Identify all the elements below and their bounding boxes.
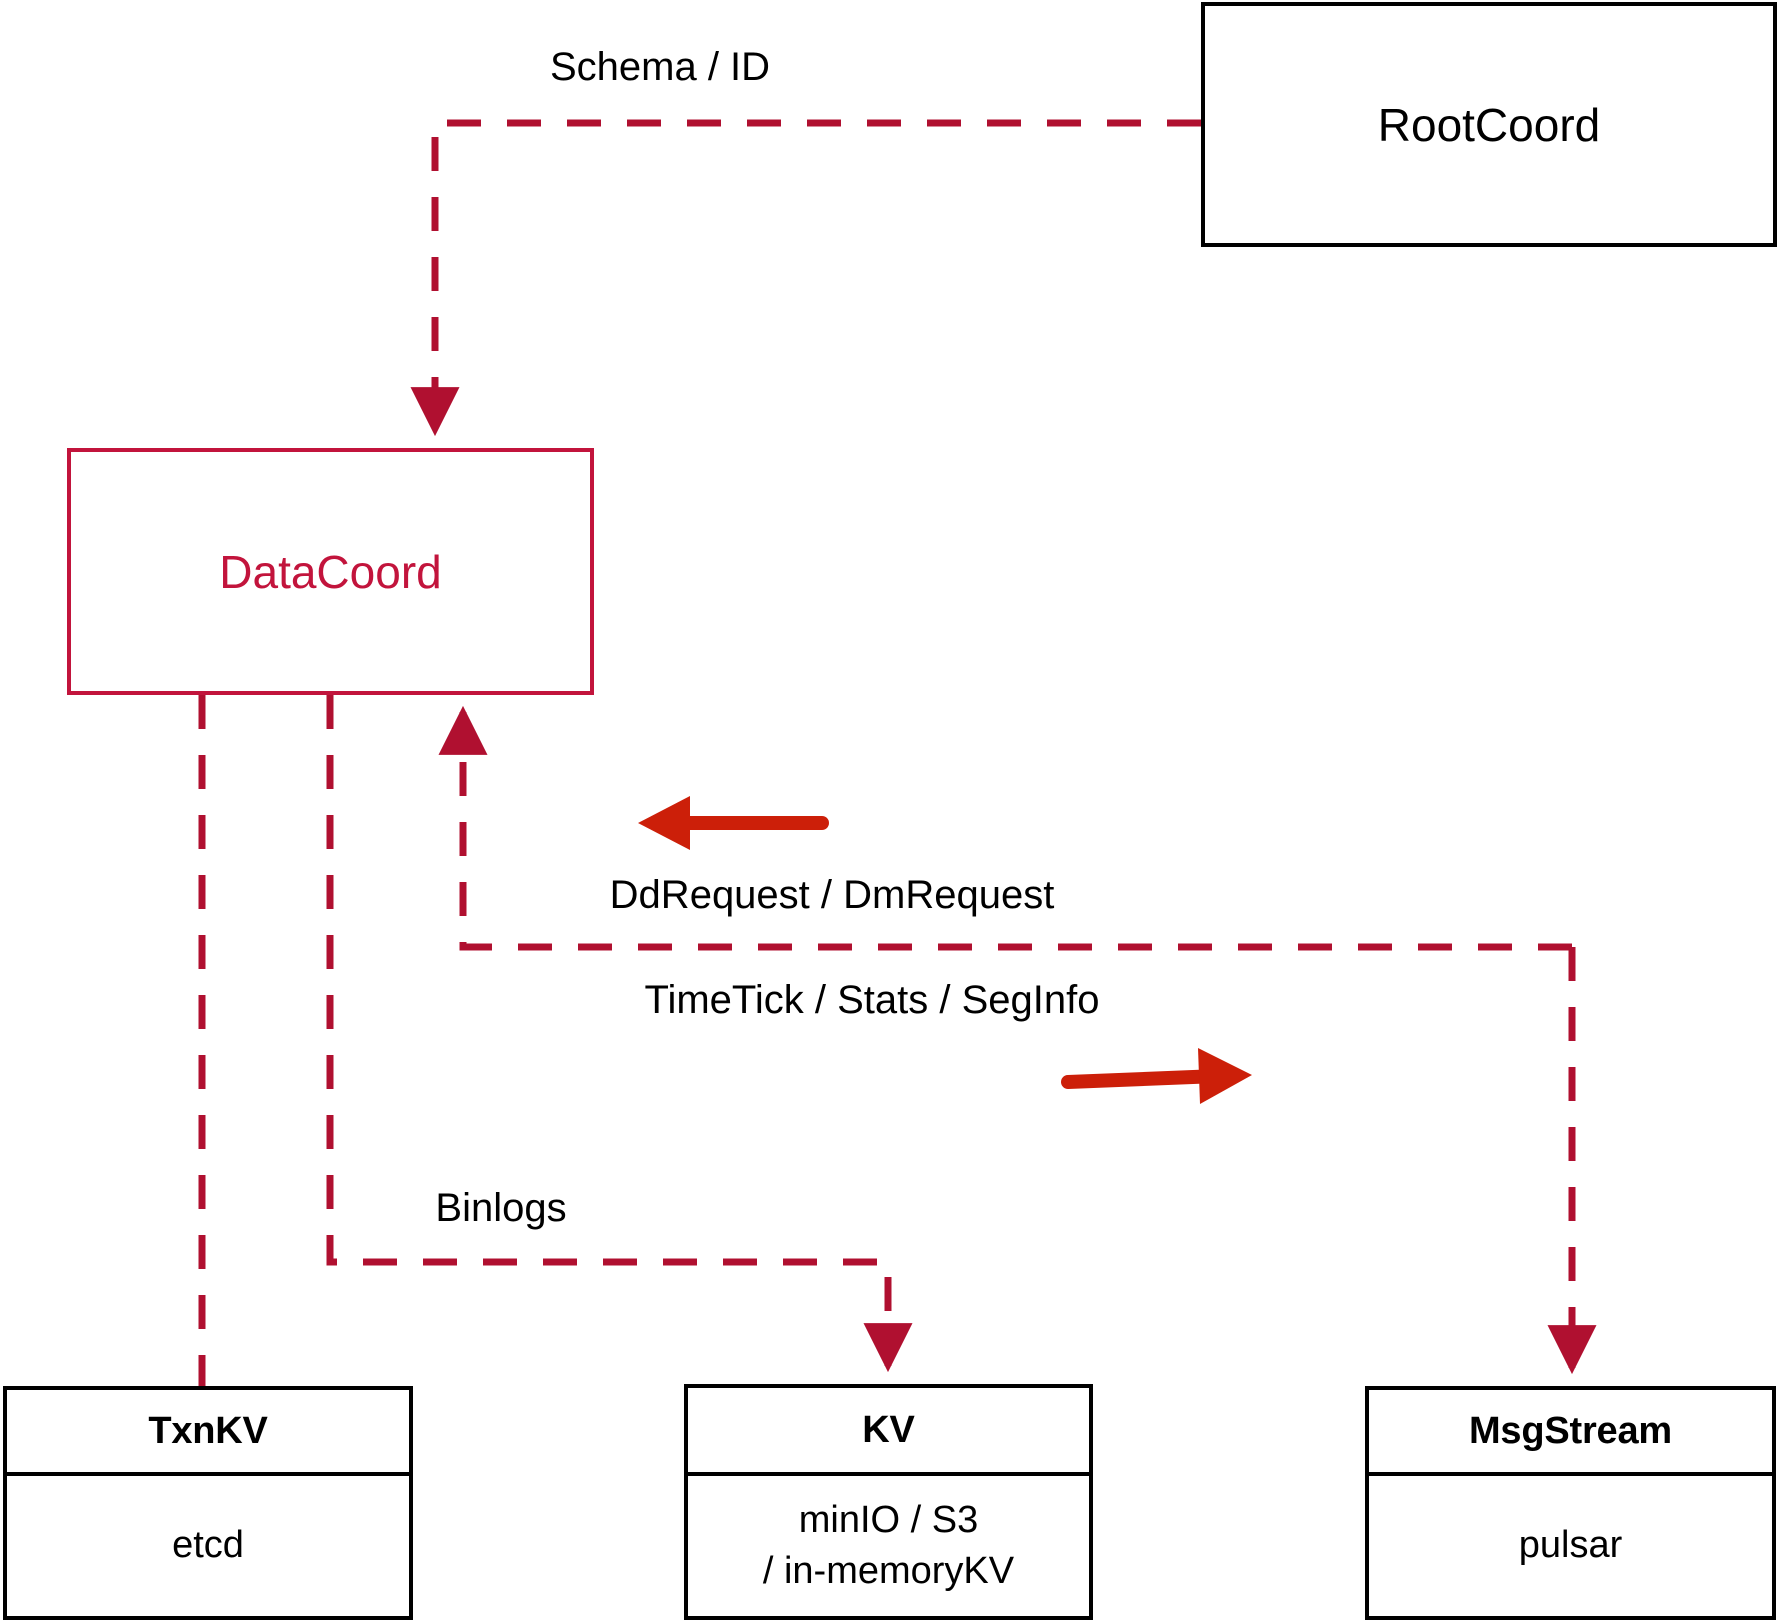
node-txnkv[interactable]: TxnKV etcd	[3, 1386, 413, 1620]
node-kv-body: minIO / S3 / in-memoryKV	[688, 1476, 1089, 1616]
node-kv-title: KV	[688, 1388, 1089, 1476]
edge-rootcoord-to-datacoord	[410, 119, 1201, 437]
node-msgstream-body: pulsar	[1369, 1476, 1772, 1616]
edge-label-dd-dm-request: DdRequest / DmRequest	[609, 873, 1055, 917]
node-txnkv-title: TxnKV	[7, 1390, 409, 1476]
node-msgstream[interactable]: MsgStream pulsar	[1365, 1386, 1776, 1620]
node-txnkv-body-line: etcd	[172, 1524, 244, 1567]
node-rootcoord-label: RootCoord	[1377, 98, 1601, 151]
node-datacoord-label: DataCoord	[219, 545, 442, 598]
edge-label-binlogs: Binlogs	[435, 1186, 567, 1230]
node-kv-body-line: / in-memoryKV	[762, 1550, 1015, 1592]
node-msgstream-body-line: pulsar	[1518, 1524, 1623, 1567]
edge-label-timetick-stats-seginfo: TimeTick / Stats / SegInfo	[644, 978, 1100, 1022]
edge-msgstream-to-datacoord	[438, 705, 1572, 951]
node-msgstream-title: MsgStream	[1369, 1390, 1772, 1476]
node-kv-body-line: minIO / S3	[798, 1498, 979, 1541]
edge-datacoord-to-kv	[326, 695, 913, 1373]
node-rootcoord[interactable]: RootCoord	[1201, 2, 1777, 247]
direction-arrow-right-icon	[1061, 1048, 1252, 1104]
node-datacoord[interactable]: DataCoord	[67, 448, 594, 695]
direction-arrow-left-icon	[638, 796, 829, 850]
edge-label-schema-id: Schema / ID	[549, 45, 771, 89]
node-kv[interactable]: KV minIO / S3 / in-memoryKV	[684, 1384, 1093, 1620]
node-txnkv-body: etcd	[7, 1476, 409, 1616]
